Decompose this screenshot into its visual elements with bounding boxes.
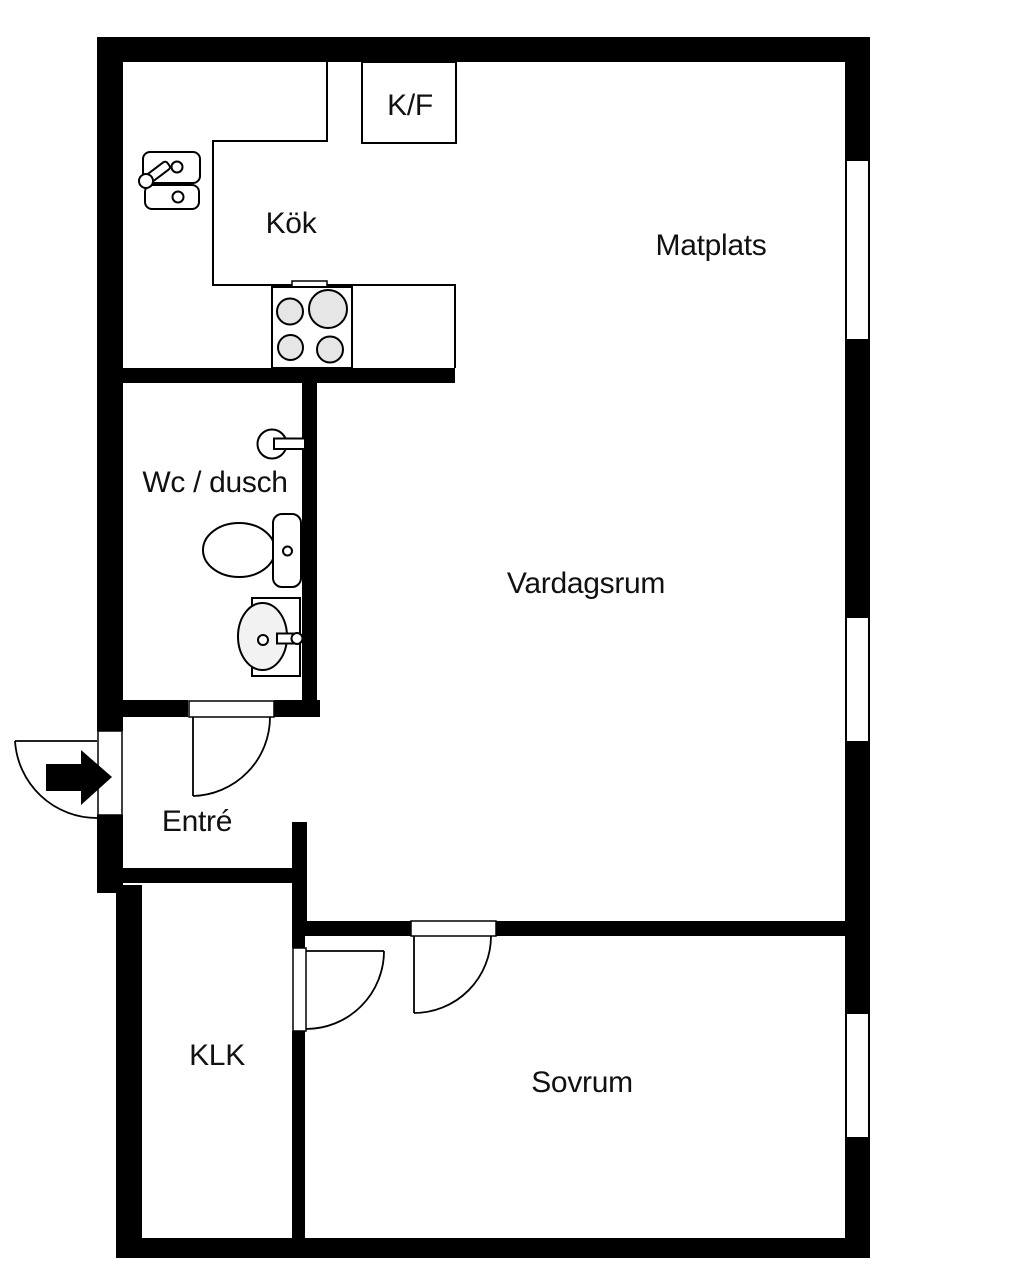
sovrum-door-threshold — [410, 920, 497, 937]
room-label-wc-dusch: Wc / dusch — [142, 466, 287, 499]
sovrum-door-swing-icon — [413, 935, 492, 1014]
window-icon-matplats — [845, 159, 870, 341]
kitchen-fixtures — [138, 61, 457, 369]
washbasin-faucet-knob — [290, 632, 304, 645]
window-icon-vardagsrum — [845, 616, 870, 743]
wall-left-mid — [97, 815, 123, 893]
stove-burner — [276, 297, 304, 326]
kitchen-counter-outline — [212, 62, 456, 368]
exterior-walls — [97, 37, 870, 1258]
wall-kitchen-wc — [97, 368, 455, 383]
kitchen-sink-icon — [138, 151, 201, 210]
stove-burner — [277, 334, 304, 361]
sink-drain — [171, 190, 185, 204]
room-label-entre: Entré — [162, 805, 232, 838]
room-label-kok: Kök — [266, 207, 318, 240]
wall-top — [97, 37, 870, 62]
room-label-vardagsrum: Vardagsrum — [507, 567, 665, 600]
windows — [845, 159, 870, 1139]
wall-left-lower — [116, 885, 142, 1258]
fridge-freezer-label: K/F — [387, 89, 433, 122]
washbasin-drain — [257, 634, 269, 646]
washbasin-icon — [237, 597, 304, 677]
room-label-klk: KLK — [189, 1039, 245, 1072]
sink-drain — [170, 160, 184, 174]
room-label-matplats: Matplats — [656, 229, 767, 262]
stove-icon — [271, 280, 353, 369]
wall-entre-vardagsrum-stub — [292, 822, 307, 935]
wall-wc-right — [302, 383, 317, 717]
toilet-bowl — [202, 522, 276, 578]
stove-burner — [308, 289, 348, 329]
entry-arrow-icon — [46, 750, 112, 805]
shower-mixer-icon — [256, 428, 306, 460]
toilet-icon — [202, 513, 302, 588]
bathroom-fixtures — [202, 428, 306, 677]
wall-klk-sovrum-top — [292, 935, 305, 948]
fridge-freezer-box — [361, 61, 457, 144]
entry-door-swing-icon — [14, 740, 98, 819]
wall-klk-sovrum-bottom — [292, 1031, 305, 1238]
wc-door-threshold — [188, 700, 275, 718]
room-label-sovrum: Sovrum — [531, 1066, 633, 1099]
window-icon-sovrum — [845, 1012, 870, 1139]
wall-entre-bottom — [123, 868, 293, 883]
stove-burner — [316, 335, 344, 364]
klk-door-threshold — [292, 947, 307, 1032]
klk-door-swing-icon — [305, 950, 385, 1030]
toilet-flush-button — [282, 545, 293, 557]
shower-bar — [273, 437, 306, 450]
wall-wc-bottom-right — [274, 700, 320, 717]
door-swings — [14, 716, 492, 1030]
wall-left-upper — [97, 37, 123, 731]
sink-faucet-base — [138, 173, 154, 189]
wall-wc-bottom-left — [97, 700, 188, 717]
wall-bottom — [116, 1238, 870, 1258]
room-labels: K/F Kök Matplats Wc / dusch Vardagsrum E… — [142, 89, 766, 1099]
interior-walls — [97, 368, 845, 1238]
wall-vardagsrum-sovrum-right — [496, 921, 845, 936]
wc-door-swing-icon — [192, 716, 271, 797]
wall-vardagsrum-sovrum-left — [292, 921, 411, 936]
